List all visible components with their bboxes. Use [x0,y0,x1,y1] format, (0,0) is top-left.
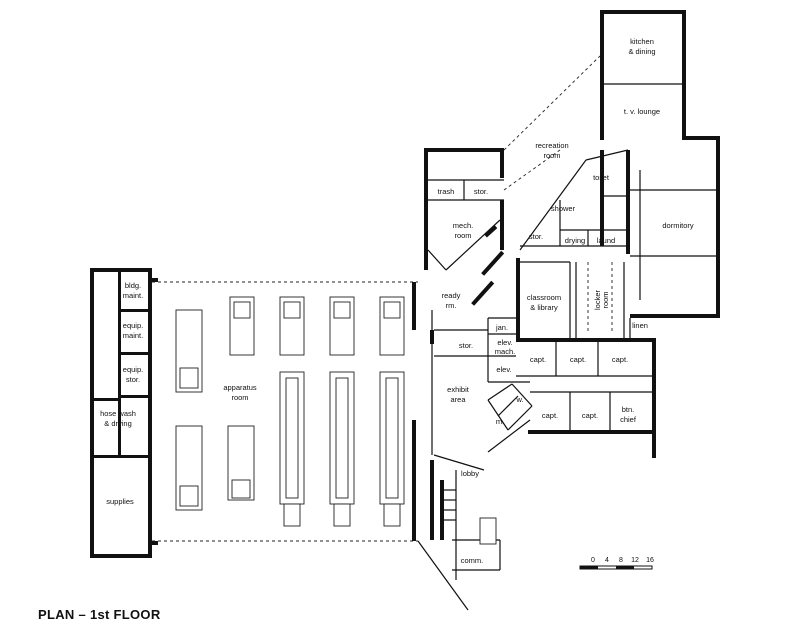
room-label-bldg-maint: bldg. [125,281,141,290]
scale-tick-4: 4 [605,557,609,564]
room-label-kitchen-2: & dining [628,47,655,56]
room-label-apparatus: apparatus [223,383,257,392]
scale-tick-16: 16 [646,557,654,564]
room-label-ready-2: rm. [446,301,457,310]
room-label-locker-2: room [601,291,610,308]
room-label-supplies: supplies [106,497,134,506]
room-labels: kitchen & dining t. v. lounge recreation… [100,37,694,565]
room-label-btn-chief: btn. [622,405,635,414]
room-label-exhibit: exhibit [447,385,470,394]
room-label-m: m. [496,417,504,426]
room-label-w: w. [515,395,523,404]
room-label-equip-stor: equip. [123,365,143,374]
room-label-toilet: toilet [593,173,610,182]
room-label-elev: elev. [496,365,511,374]
scale-bar: 0 4 8 12 16 [579,557,654,570]
apparatus-vehicles [175,296,405,527]
room-label-elev-mach: elev. [497,338,512,347]
room-label-capt-top-2: capt. [570,355,586,364]
room-label-drying: drying [565,236,585,245]
apparatus-room-walls [152,278,418,545]
room-label-capt-top-1: capt. [530,355,546,364]
office-block-walls [430,258,656,458]
west-support-wing [90,268,152,558]
room-label-stor-trash: stor. [474,187,488,196]
room-label-jan: jan. [495,323,508,332]
room-label-stor-elev: stor. [459,341,473,350]
room-label-equip-stor-2: stor. [126,375,140,384]
room-label-hose-wash: hose wash [100,409,136,418]
room-label-recreation-2: room [543,151,560,160]
room-label-equip-maint: equip. [123,321,143,330]
room-label-trash: trash [438,187,455,196]
room-label-capt-top-3: capt. [612,355,628,364]
room-label-classroom-2: & library [530,303,558,312]
room-label-mech-2: room [454,231,471,240]
room-label-dormitory: dormitory [662,221,694,230]
plan-caption: PLAN – 1st FLOOR [38,607,161,622]
scale-tick-12: 12 [631,557,639,564]
room-label-hose-wash-2: & drying [104,419,132,428]
room-label-bldg-maint-2: maint. [123,291,143,300]
room-label-ready: ready [442,291,461,300]
room-label-kitchen: kitchen [630,37,654,46]
room-label-locker: locker [593,289,602,310]
room-label-laund: laund [597,236,615,245]
scale-tick-0: 0 [591,557,595,564]
northeast-wing-walls [503,10,720,318]
room-label-apparatus-2: room [231,393,248,402]
room-label-capt-bot-2: capt. [582,411,598,420]
room-label-classroom: classroom [527,293,561,302]
room-label-shower: shower [551,204,576,213]
room-label-comm: comm. [461,556,484,565]
room-label-lobby: lobby [461,469,479,478]
room-label-capt-bot-1: capt. [542,411,558,420]
room-label-equip-maint-2: maint. [123,331,143,340]
room-label-mech: mech. [453,221,473,230]
mech-block-walls [424,148,505,306]
room-label-elev-mach-2: mach. [495,347,515,356]
room-label-btn-chief-2: chief [620,415,637,424]
scale-tick-8: 8 [619,557,623,564]
room-label-linen: linen [632,321,648,330]
room-label-tv-lounge: t. v. lounge [624,107,660,116]
room-label-recreation: recreation [535,141,568,150]
room-label-exhibit-2: area [450,395,466,404]
room-label-stor-small: stor. [529,232,543,241]
